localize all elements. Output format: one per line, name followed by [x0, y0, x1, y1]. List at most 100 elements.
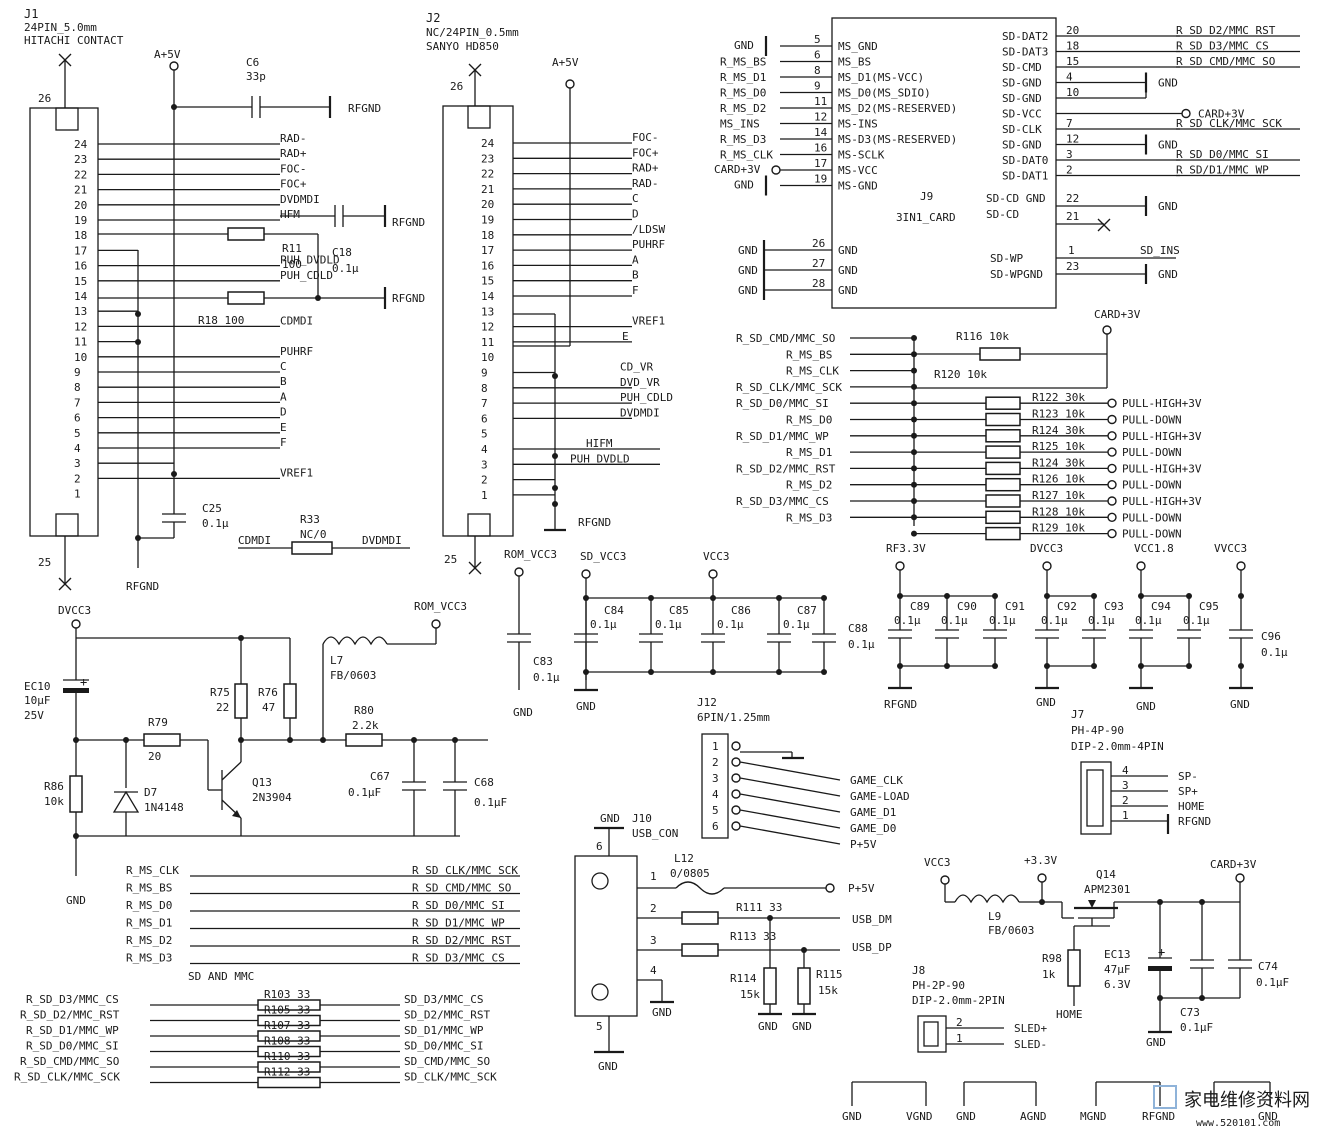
j2-pin-number: 16	[481, 259, 494, 272]
d7-ref: D7	[144, 786, 157, 799]
pull-direction: PULL-DOWN	[1122, 479, 1182, 492]
j1-net-label: PUH_CDLD	[280, 269, 333, 282]
gnd-r115: GND	[792, 1020, 812, 1033]
j9-pin-23: 23	[1066, 260, 1079, 273]
j10-pin5: 5	[596, 1020, 603, 1033]
j2-a5v: A+5V	[552, 56, 579, 69]
j1-type: 24PIN_5.0mm	[24, 21, 97, 34]
pull-direction: PULL-DOWN	[1122, 511, 1182, 524]
j2-net-label: FOC+	[632, 146, 659, 159]
j9-pin-name: MS_BS	[838, 56, 871, 69]
rfgnd-label-2: RFGND	[392, 216, 425, 229]
j9-wpgnd: SD-WPGND	[990, 268, 1043, 281]
r80-ref: R80	[354, 704, 374, 717]
c6-value: 33p	[246, 70, 266, 83]
sd-vcc3-label: SD_VCC3	[580, 550, 626, 563]
cap-value: 0.1µ	[941, 614, 968, 627]
j12-net-label: GAME_CLK	[850, 774, 903, 787]
cap-ref: C84	[604, 604, 624, 617]
j8-pin-number: 1	[956, 1032, 963, 1045]
gnd-caps1: GND	[576, 700, 596, 713]
netmap-left: R_MS_D1	[126, 917, 172, 930]
j12-net-label: P+5V	[850, 838, 877, 851]
cap-value: 0.1µ	[783, 618, 810, 631]
j7-pin-number: 1	[1122, 809, 1129, 822]
j9-pin-name: SD-DAT1	[1002, 170, 1048, 183]
sdmmc-right-net: SD_D3/MMC_CS	[404, 993, 483, 1006]
p33-label: +3.3V	[1024, 854, 1057, 867]
r115-ref: R115	[816, 968, 843, 981]
j2-net-label: DVDMDI	[620, 406, 660, 419]
j2-net-label: C	[632, 192, 639, 205]
q14-value: APM2301	[1084, 883, 1130, 896]
c6-ref: C6	[246, 56, 259, 69]
cap-value: 0.1µ	[655, 618, 682, 631]
j9-pin-name: SD-DAT3	[1002, 46, 1048, 59]
j1-net-label: CDMDI	[280, 314, 313, 327]
cap-ref: C89	[910, 600, 930, 613]
j7-pin-number: 3	[1122, 779, 1129, 792]
j2-pin-number: 7	[481, 397, 488, 410]
c73-value: 0.1µF	[1180, 1021, 1213, 1034]
cap-ref: C94	[1151, 600, 1171, 613]
j9-pin-number: 5	[814, 33, 821, 46]
j9-pin-number: 6	[814, 49, 821, 62]
j2-net-label: DVD_VR	[620, 376, 660, 389]
r75-ref: R75	[210, 686, 230, 699]
r11-ref: R11	[282, 242, 302, 255]
j9-pin-number: 17	[814, 157, 827, 170]
j2-net-label: VREF1	[632, 315, 665, 328]
l12-value: 0/0805	[670, 867, 710, 880]
cap-ref: C92	[1057, 600, 1077, 613]
j9-pin-name: MS-INS	[838, 118, 878, 131]
gnd-reg: GND	[66, 894, 86, 907]
j10-p3: 3	[650, 934, 657, 947]
gnd-j10-p4: GND	[652, 1006, 672, 1019]
c18-value: 0.1µ	[332, 262, 359, 275]
r111-label: R111 33	[736, 901, 782, 914]
rom-vcc3-label-top: ROM_VCC3	[504, 548, 557, 561]
pull-res-label: R129 10k	[1032, 522, 1085, 535]
j9-ref: J9	[920, 190, 933, 203]
watermark: 家电维修资料网 www.520101.com	[1153, 1085, 1310, 1129]
decoupling-caps: ROM_VCC3 C83 0.1µ GND SD_VCC3 VCC3 C840.…	[504, 542, 1288, 719]
j2-net-label: /LDSW	[632, 223, 665, 236]
j1-net-label: E	[280, 421, 287, 434]
r33-net-right: DVDMDI	[362, 534, 402, 547]
sdmmc-res-label: R107 33	[264, 1019, 310, 1032]
j9-pin-name: SD-VCC	[1002, 108, 1042, 121]
j10-gnd-bottom: GND	[598, 1060, 618, 1073]
j9-pin-number: 9	[814, 80, 821, 93]
pull-direction: PULL-DOWN	[1122, 446, 1182, 459]
j2-vendor: SANYO HD850	[426, 40, 499, 53]
rom-vcc-regulator: DVCC3 + EC10 10µF 25V R86 10k GND D7 1N4…	[24, 600, 507, 907]
connector-j10-usb: GND J10 USB_CON 6 5 GND 1 L12 0/0805 P+5…	[574, 812, 892, 1073]
j9-ext-gnd: GND	[738, 284, 758, 297]
l7-value: FB/0603	[330, 669, 376, 682]
j12-net-label: GAME_D1	[850, 806, 896, 819]
j1-pin-number: 19	[74, 214, 87, 227]
j2-pin-number: 11	[481, 336, 494, 349]
netmap-right: R_SD_D1/MMC_WP	[412, 917, 505, 930]
j9-pin-name: GND	[838, 264, 858, 277]
j1-pin-number: 18	[74, 229, 87, 242]
j12-pin-number: 2	[712, 756, 719, 769]
j1-net-label: FOC+	[280, 178, 307, 191]
j9-pin-number: 27	[812, 257, 825, 270]
j7-net-label: SP+	[1178, 785, 1198, 798]
l7-ref: L7	[330, 654, 343, 667]
j2-pin-number: 17	[481, 244, 494, 257]
c25-value: 0.1µ	[202, 517, 229, 530]
j2-net-label: F	[632, 284, 639, 297]
j9-ext-card3v: CARD+3V	[714, 163, 761, 176]
d7-value: 1N4148	[144, 801, 184, 814]
l9-value: FB/0603	[988, 924, 1034, 937]
ground-label: GND	[1258, 1110, 1278, 1123]
j7-pin-number: 2	[1122, 794, 1129, 807]
pull-res-label: R125 10k	[1032, 440, 1085, 453]
c68-value: 0.1µF	[474, 796, 507, 809]
ec10-ref: EC10	[24, 680, 51, 693]
cap-value: 0.1µ	[1041, 614, 1068, 627]
j9-ext-card3v: CARD+3V	[1198, 108, 1245, 121]
